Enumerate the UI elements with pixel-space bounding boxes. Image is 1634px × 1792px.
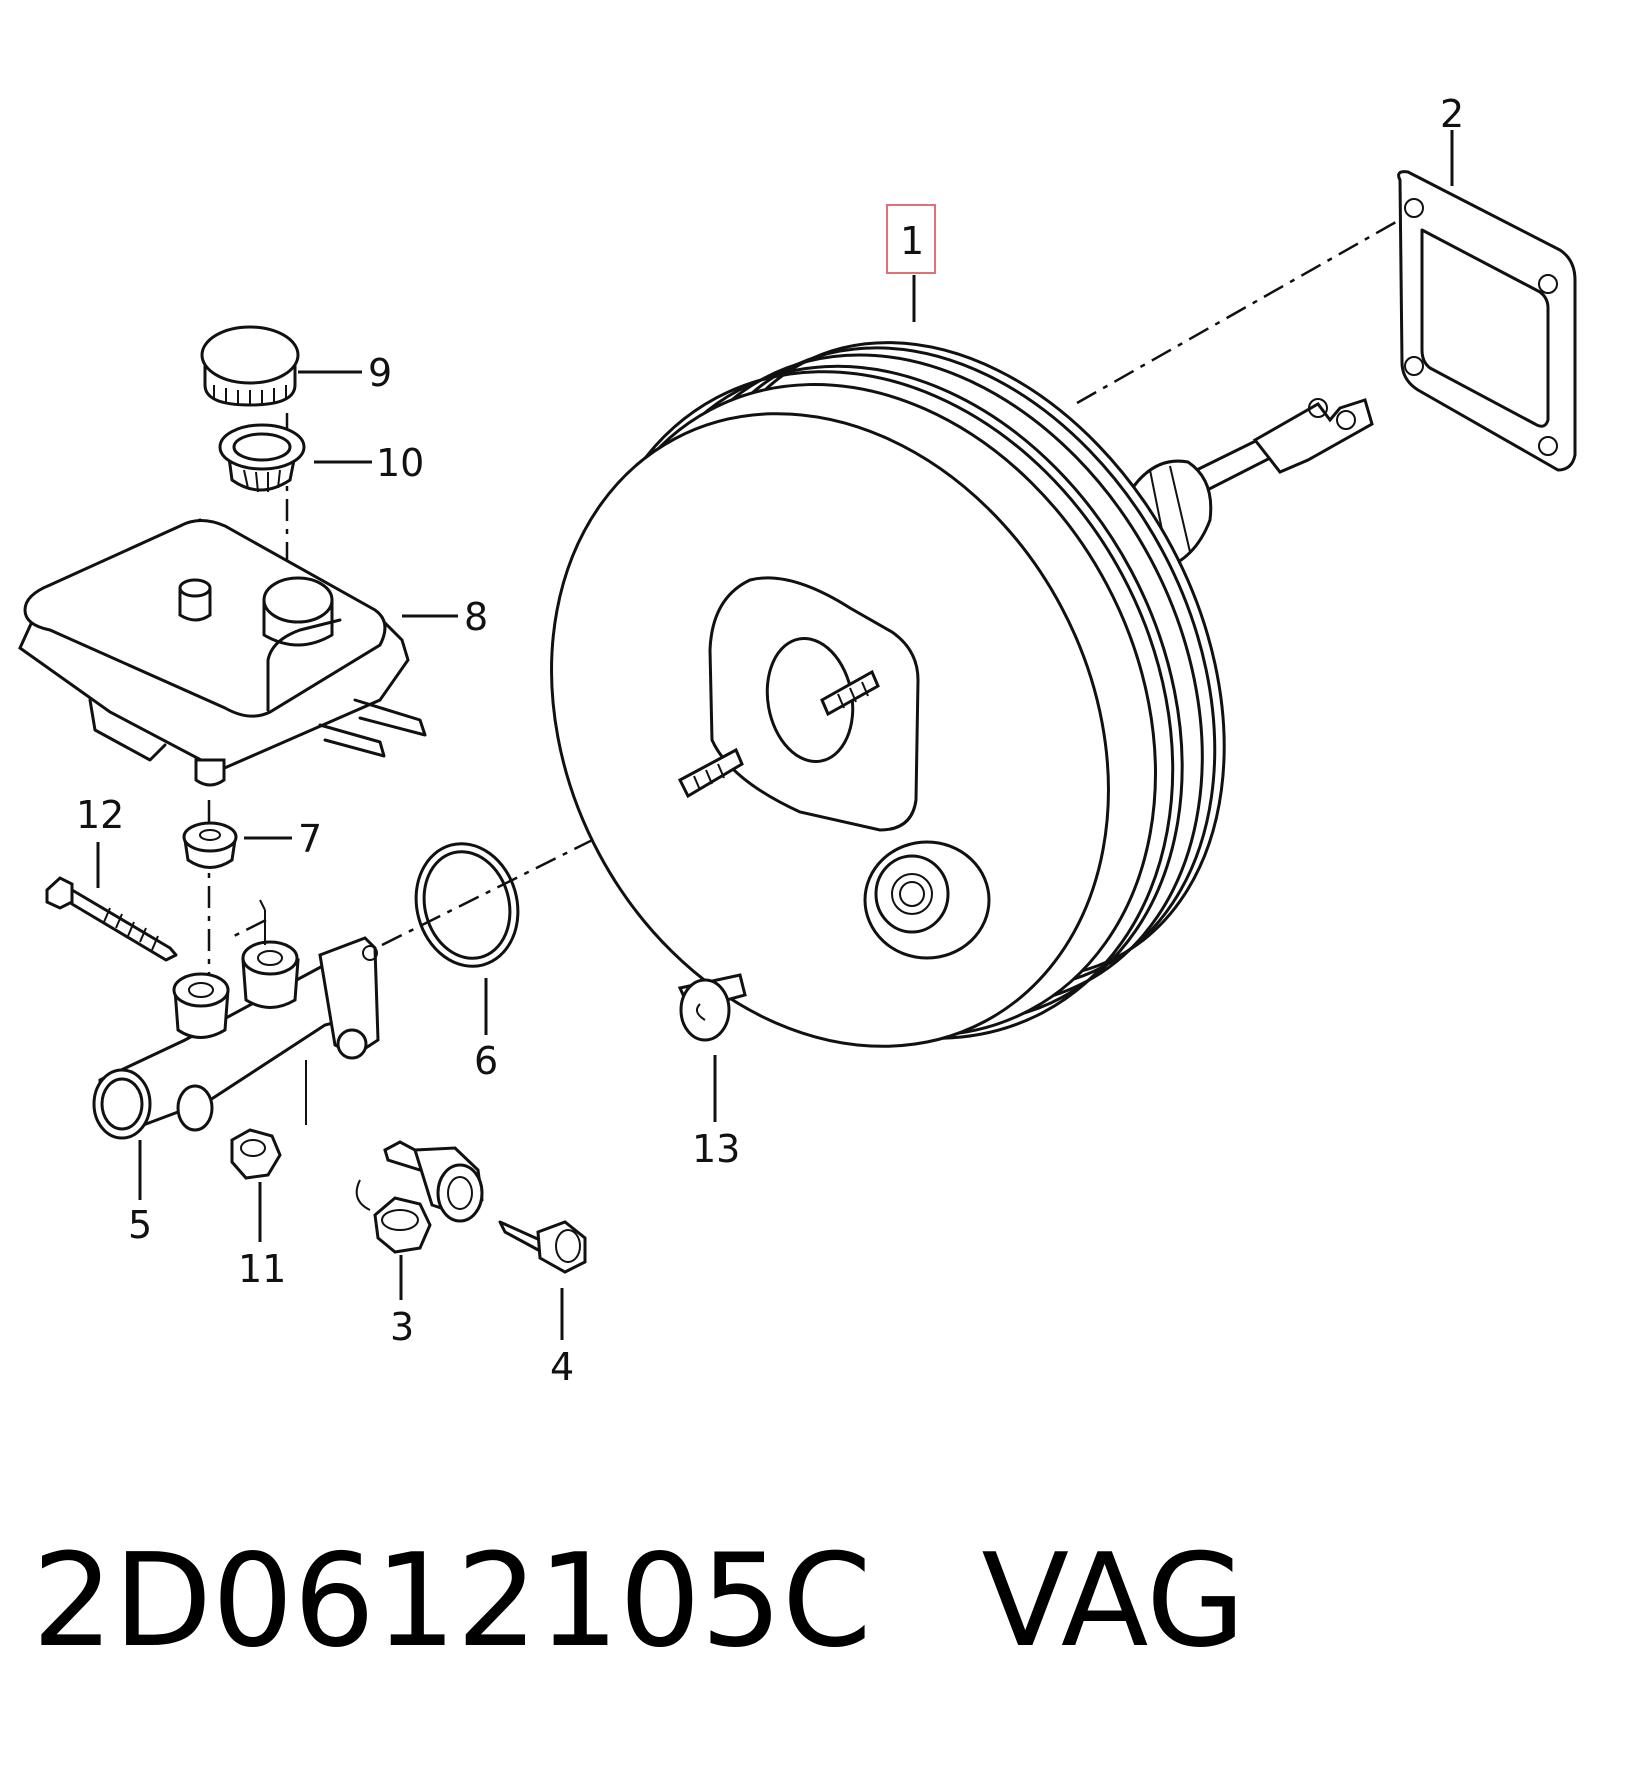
part-number: 2D0612105C	[32, 1527, 872, 1676]
callout-2: 2	[1440, 92, 1464, 136]
callout-10: 10	[376, 441, 424, 485]
callout-13: 13	[692, 1127, 740, 1171]
check-valve-plug-part	[677, 973, 747, 1042]
callout-labels: 1 2 3 4 5 6 7 8 9 10 11 12 13	[76, 92, 1464, 1389]
callout-9: 9	[368, 351, 392, 395]
mounting-studs	[678, 669, 880, 799]
highlight-box	[886, 204, 936, 274]
callout-4: 4	[550, 1345, 574, 1389]
bolt-part	[45, 876, 178, 962]
callout-5: 5	[128, 1203, 152, 1247]
bleed-screw-part	[498, 1220, 587, 1274]
gasket-part	[1397, 170, 1577, 472]
leader-lines	[96, 130, 1454, 1340]
strainer-part	[218, 423, 306, 493]
union-fitting-part	[355, 1140, 484, 1254]
callout-3: 3	[390, 1305, 414, 1349]
callout-8: 8	[464, 595, 488, 639]
callout-6: 6	[474, 1039, 498, 1083]
nut-part	[230, 1128, 282, 1180]
callout-7: 7	[298, 817, 322, 861]
callout-12: 12	[76, 793, 124, 837]
brake-booster-part	[550, 341, 1374, 1048]
callout-1: 1	[900, 219, 924, 263]
fluid-reservoir-part	[18, 518, 427, 787]
master-cylinder-part	[92, 899, 380, 1140]
callout-11: 11	[238, 1247, 286, 1291]
o-ring-part	[414, 842, 520, 968]
reservoir-cap-part	[200, 325, 300, 407]
manufacturer-name: VAG	[981, 1527, 1246, 1676]
grommet-part	[182, 821, 238, 869]
